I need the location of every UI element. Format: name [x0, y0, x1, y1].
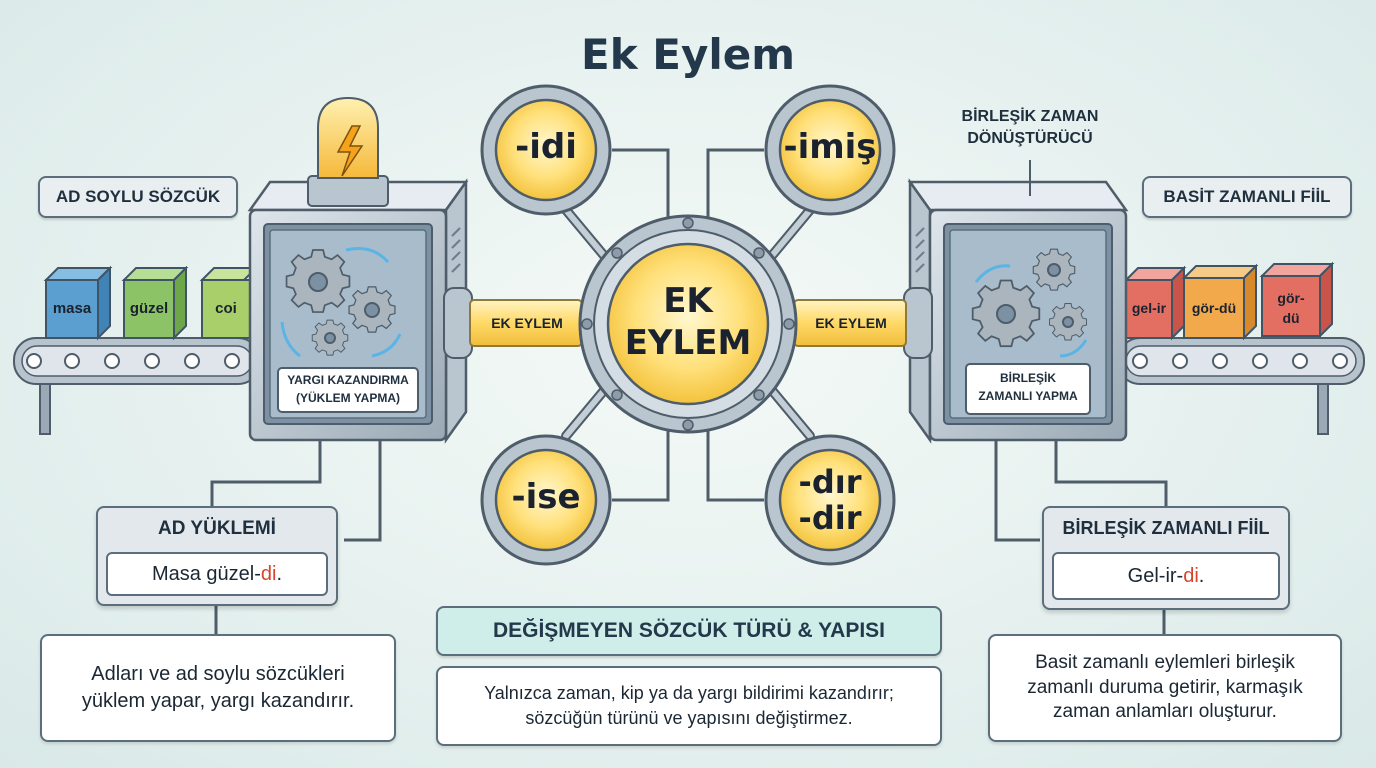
- gear-icon: [971, 248, 1087, 348]
- box-label-masa: masa: [52, 300, 92, 317]
- box-label-du: dü: [1282, 310, 1300, 326]
- central-label-line2: EYLEM: [624, 323, 752, 363]
- example-end: .: [1198, 564, 1205, 587]
- ad-yuklemi-title: AD YÜKLEMİ: [158, 518, 276, 539]
- example-base: Gel-ir-: [1127, 564, 1184, 587]
- bottom-desc-line1: Yalnızca zaman, kip ya da yargı bildirim…: [484, 682, 894, 703]
- suffix-idi-label: -idi: [515, 127, 577, 167]
- basit-zamanli-fiil-tag: BASİT ZAMANLI FİİL: [1142, 176, 1352, 218]
- right-box-gordu: [1181, 263, 1259, 341]
- suffix-node-dir: [764, 434, 896, 566]
- suffix-ise-label: -ise: [511, 477, 581, 517]
- right-desc-line3: zaman anlamları oluşturur.: [1053, 701, 1277, 723]
- right-pipe-label: EK EYLEM: [815, 315, 887, 331]
- suffix-node-imis: [764, 84, 896, 216]
- bottom-desc-line2: sözcüğün türünü ve yapısını değiştirmez.: [525, 708, 853, 728]
- suffix-dir-label-1: -dır: [798, 463, 862, 501]
- left-description: Adları ve ad soylu sözcükleri yüklem yap…: [40, 634, 396, 742]
- bottom-description: Yalnızca zaman, kip ya da yargı bildirim…: [436, 666, 942, 746]
- right-desc-line1: Basit zamanlı eylemleri birleşik: [1035, 651, 1295, 673]
- gear-icon: [285, 249, 396, 356]
- left-glow-pipe: [443, 287, 583, 359]
- lightning-bulb-icon: [307, 96, 389, 207]
- birlesik-zamanli-fiil-example: Gel-ir-di.: [1052, 552, 1280, 600]
- left-conveyor: [13, 337, 261, 435]
- right-machine-label-2: ZAMANLI YAPMA: [978, 389, 1078, 403]
- example-suffix: di: [260, 562, 277, 585]
- box-label-gordu: gör-dü: [1191, 300, 1237, 316]
- right-header-line2: DÖNÜŞTÜRÜCÜ: [967, 130, 1093, 147]
- refresh-arrow-icon: [974, 264, 1088, 358]
- left-box-masa: [43, 265, 113, 341]
- left-box-guzel: [121, 265, 189, 341]
- left-machine-label-1: YARGI KAZANDIRMA: [287, 373, 409, 387]
- left-desc-line1: Adları ve ad soylu sözcükleri: [91, 663, 345, 685]
- degismeyen-banner: DEĞİŞMEYEN SÖZCÜK TÜRÜ & YAPISI: [436, 606, 942, 656]
- suffix-node-idi: [480, 84, 612, 216]
- right-desc-line2: zamanlı duruma getirir, karmaşık: [1027, 676, 1303, 698]
- ad-yuklemi-panel: AD YÜKLEMİ Masa güzel-di.: [96, 506, 338, 606]
- box-label-gor: gör-: [1277, 290, 1305, 306]
- ad-yuklemi-example: Masa güzel-di.: [106, 552, 328, 596]
- right-machine-label-1: BİRLEŞİK: [999, 371, 1056, 385]
- ad-soylu-sozcuk-tag: AD SOYLU SÖZCÜK: [38, 176, 238, 218]
- central-label-line1: EK: [663, 281, 713, 321]
- example-end: .: [276, 562, 283, 585]
- suffix-node-ise: [480, 434, 612, 566]
- right-conveyor: [1117, 337, 1365, 435]
- box-label-guzel: güzel: [129, 300, 169, 317]
- central-node: [578, 214, 798, 434]
- right-box-gelir: [1123, 265, 1187, 341]
- refresh-arrow-icon: [280, 247, 402, 358]
- left-desc-line2: yüklem yapar, yargı kazandırır.: [81, 690, 355, 712]
- box-label-gelir: gel-ir: [1131, 300, 1167, 316]
- example-base: Masa güzel-: [151, 562, 261, 585]
- right-description: Basit zamanlı eylemleri birleşik zamanlı…: [988, 634, 1342, 742]
- example-suffix: di: [1183, 564, 1199, 587]
- right-box-gor-du: [1259, 261, 1335, 339]
- left-machine-label-2: (YÜKLEM YAPMA): [295, 391, 400, 405]
- left-pipe-label: EK EYLEM: [491, 315, 563, 331]
- birlesik-zamanli-fiil-panel: BİRLEŞİK ZAMANLI FİİL Gel-ir-di.: [1042, 506, 1290, 610]
- page-title: Ek Eylem: [581, 30, 795, 79]
- birlesik-zamanli-fiil-title: BİRLEŞİK ZAMANLI FİİL: [1062, 518, 1270, 538]
- suffix-dir-label-2: -dir: [798, 499, 862, 537]
- suffix-imis-label: -imiş: [783, 127, 877, 167]
- right-glow-pipe: [793, 287, 933, 359]
- box-label-coi: coi: [215, 300, 237, 317]
- right-header-line1: BİRLEŞİK ZAMAN: [961, 108, 1099, 125]
